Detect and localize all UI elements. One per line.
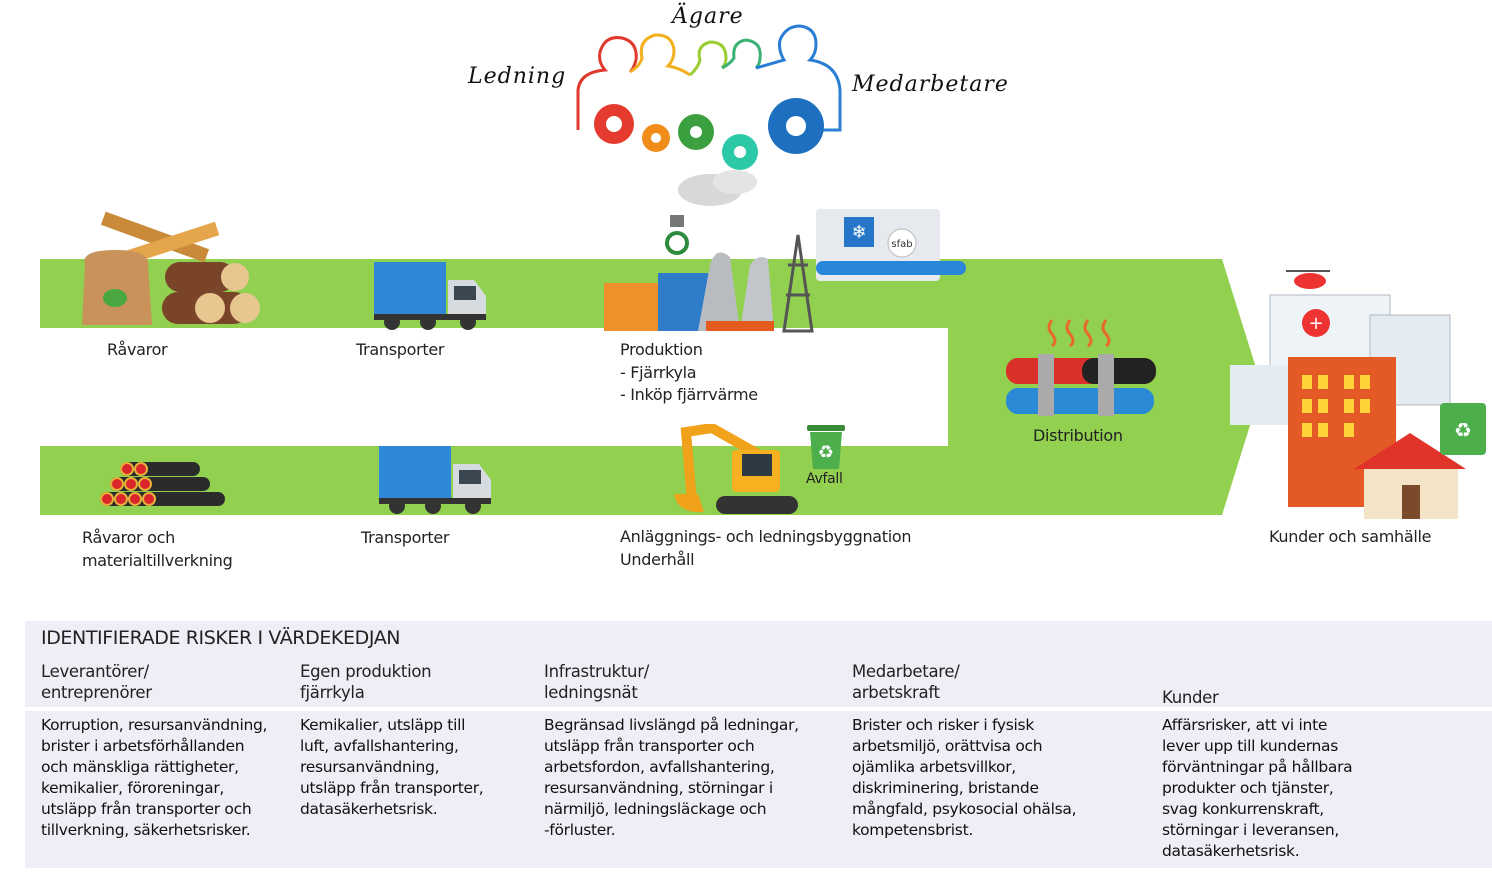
svg-text:♻: ♻ xyxy=(818,442,834,463)
label-raw-materials: Råvaror xyxy=(107,340,168,359)
label-waste: Avfall xyxy=(806,471,843,487)
risk-cell: Kemikalier, utsläpp till luft, avfallsha… xyxy=(300,716,484,818)
label-raw-materials-manufacturing: materialtillverkning xyxy=(82,551,233,570)
truck-icon xyxy=(379,446,491,514)
stakeholders-graphic xyxy=(576,24,842,170)
excavator-icon xyxy=(674,424,798,514)
risk-table: IDENTIFIERADE RISKER I VÄRDEKEDJAN Lever… xyxy=(25,621,1492,868)
truck-icon xyxy=(374,262,486,330)
column-header: Kunder xyxy=(1162,688,1219,707)
risk-table-header: IDENTIFIERADE RISKER I VÄRDEKEDJAN Lever… xyxy=(25,621,1492,707)
label-construction: Anläggnings- och ledningsbyggnation xyxy=(620,527,912,546)
customers-buildings-icon: + ♻ xyxy=(1230,270,1486,519)
value-chain-band xyxy=(40,259,1262,515)
column-header: Leverantörer/entreprenörer xyxy=(41,662,152,702)
svg-text:♻: ♻ xyxy=(1454,418,1472,442)
distribution-pipes-icon xyxy=(1006,319,1156,416)
label-management: Ledning xyxy=(468,64,567,89)
raw-materials-icon xyxy=(82,211,260,325)
label-transport-bottom: Transporter xyxy=(361,528,450,547)
label-owners: Ägare xyxy=(672,4,744,29)
label-distribution: Distribution xyxy=(1033,426,1123,445)
column-header: Medarbetare/arbetskraft xyxy=(852,662,960,702)
helicopter-icon xyxy=(1286,270,1330,289)
risk-cell: Affärsrisker, att vi inte lever upp till… xyxy=(1162,716,1353,860)
label-raw-materials-manufacturing: Råvaror och xyxy=(82,528,175,547)
recycle-bin-icon: ♻ xyxy=(1440,403,1486,455)
risk-table-title: IDENTIFIERADE RISKER I VÄRDEKEDJAN xyxy=(41,627,401,649)
person-icon xyxy=(755,24,842,132)
label-transport-top: Transporter xyxy=(356,340,445,359)
house-icon xyxy=(1354,433,1466,469)
risk-cell: Brister och risker i fysisk arbetsmiljö,… xyxy=(852,716,1077,839)
gears-icon xyxy=(594,98,824,170)
power-pylon-icon xyxy=(782,234,814,333)
svg-text:+: + xyxy=(1308,313,1323,334)
label-production-item: - Fjärrkyla xyxy=(620,363,697,382)
company-logo-icon xyxy=(665,231,689,255)
risk-cell: Korruption, resursanvändning, brister i … xyxy=(41,716,268,839)
person-icon xyxy=(576,36,638,130)
risk-table-body: Korruption, resursanvändning, brister i … xyxy=(25,711,1492,868)
smoke-icon xyxy=(678,170,757,206)
column-header: Infrastruktur/ledningsnät xyxy=(544,662,649,702)
label-employees: Medarbetare xyxy=(852,72,1009,97)
label-production-item: - Inköp fjärrvärme xyxy=(620,385,758,404)
person-icon xyxy=(629,33,691,77)
label-maintenance: Underhåll xyxy=(620,550,695,569)
value-chain-flow xyxy=(40,259,1262,515)
production-plant-icon: ❄ sfab xyxy=(604,209,966,333)
insulated-pipes-icon xyxy=(100,462,225,506)
person-icon xyxy=(688,40,728,77)
person-icon xyxy=(721,38,762,70)
svg-text:❄: ❄ xyxy=(851,222,866,243)
svg-text:sfab: sfab xyxy=(891,239,912,250)
label-production: Produktion xyxy=(620,340,703,359)
risk-cell: Begränsad livslängd på ledningar, utsläp… xyxy=(544,716,799,839)
label-customers: Kunder och samhälle xyxy=(1269,527,1432,546)
recycle-bin-icon: ♻ xyxy=(807,425,845,469)
